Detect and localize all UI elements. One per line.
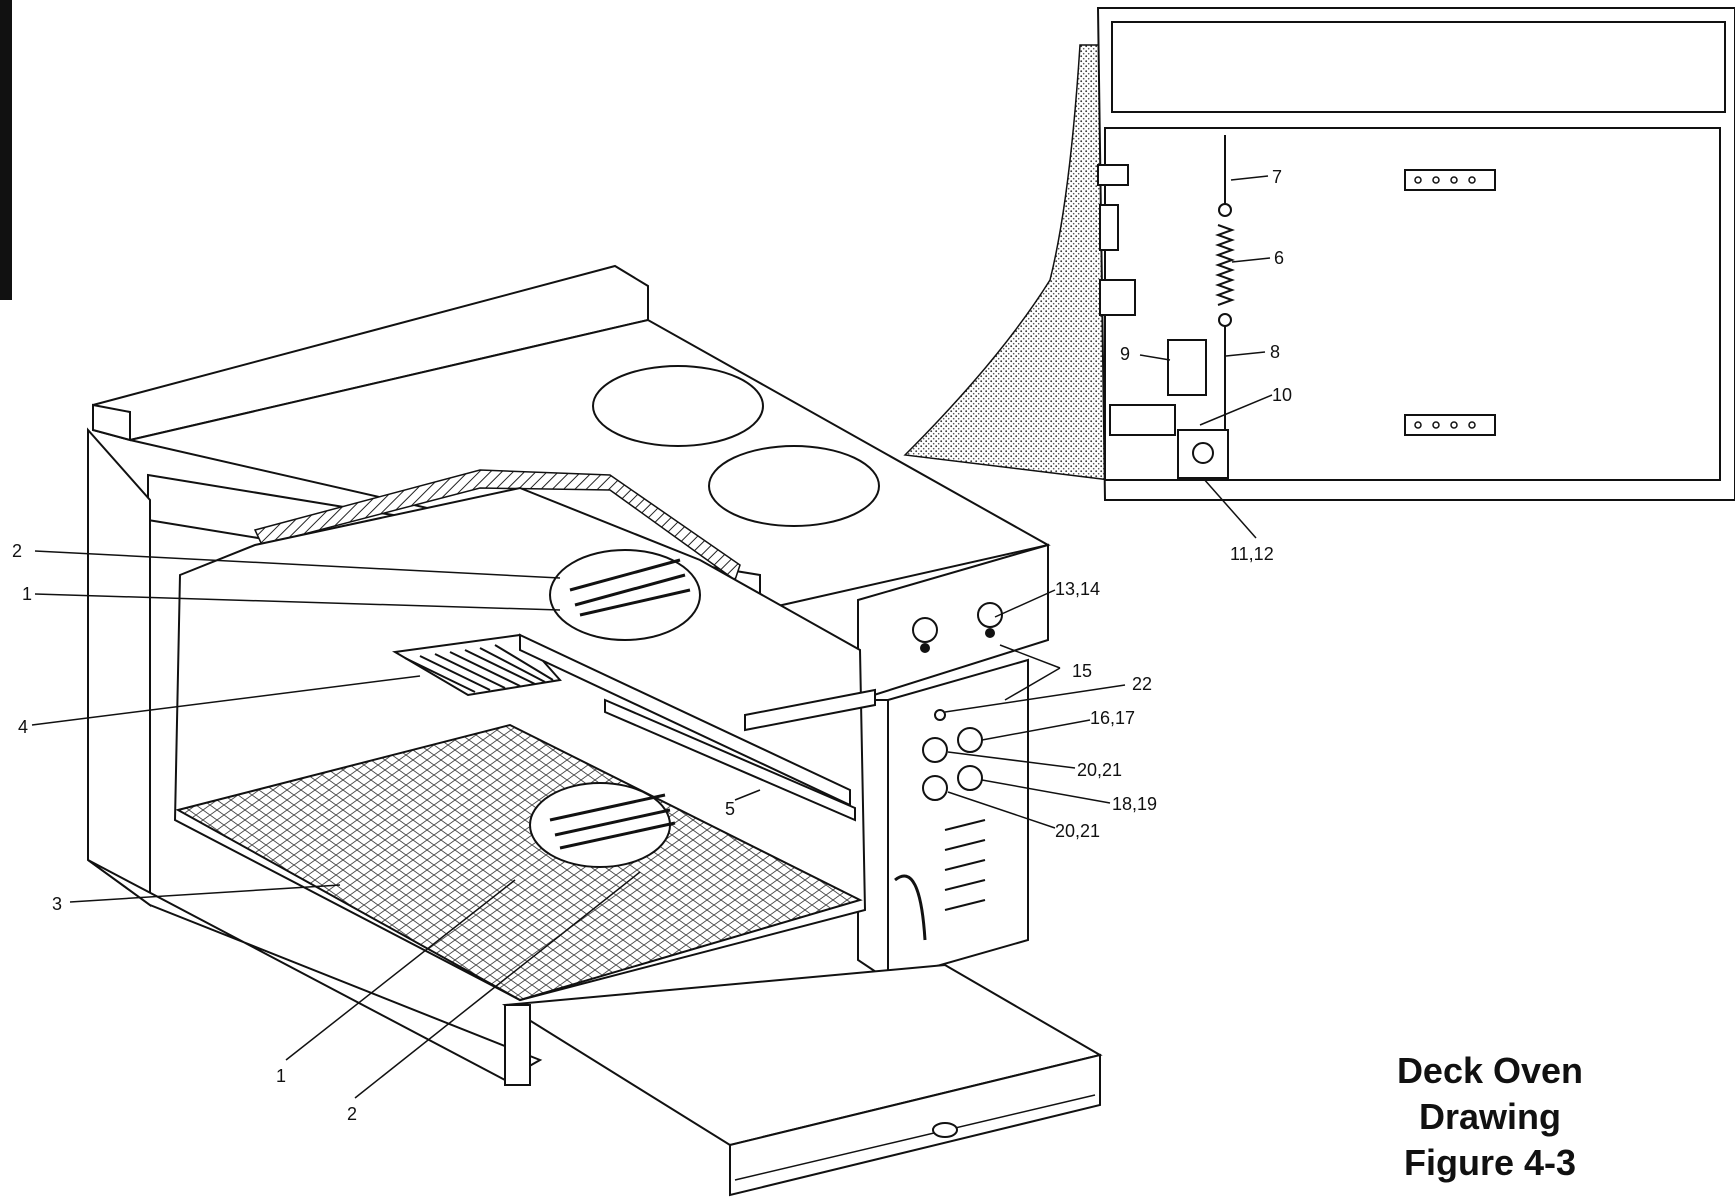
figure-title-line-3: Figure 4-3 (1403, 1142, 1577, 1183)
leader-lines (31, 175, 1273, 1099)
inset-component-c (1099, 279, 1136, 316)
knob-20a (922, 737, 948, 763)
callout-8: 8 (1270, 342, 1280, 362)
indicator-22 (934, 709, 946, 721)
callout-1-top: 1 (22, 584, 32, 604)
lower-heating-element (529, 782, 676, 868)
bracket-slots (1414, 176, 1476, 429)
callout-22: 22 (1132, 674, 1152, 694)
knob-16 (957, 727, 983, 753)
callout-10: 10 (1272, 385, 1292, 405)
callout-16-17: 16,17 (1090, 708, 1135, 728)
callout-15: 15 (1072, 661, 1092, 681)
deck-floor (175, 723, 863, 1002)
callout-7: 7 (1272, 167, 1282, 187)
side-rail (604, 698, 856, 822)
inset-component-b (1099, 204, 1119, 251)
callout-9: 9 (1120, 344, 1130, 364)
callout-11-12: 11,12 (1230, 544, 1274, 564)
bracket-10 (1109, 404, 1176, 436)
callout-13-14: 13,14 (1055, 579, 1100, 599)
callout-20-21-b: 20,21 (1055, 821, 1100, 841)
hot-plate-front (708, 445, 880, 527)
oven-rack (392, 633, 562, 697)
switch-9 (1167, 339, 1207, 396)
figure-title-line-2: Drawing (1418, 1096, 1561, 1137)
callout-5: 5 (725, 799, 735, 819)
callout-3: 3 (52, 894, 62, 914)
inset-component-a (1097, 164, 1129, 186)
knob-20b (922, 775, 948, 801)
lower-control-knobs (922, 709, 983, 801)
knob-18 (957, 765, 983, 791)
upper-control-knobs (912, 602, 1003, 653)
spring-assembly (1215, 135, 1235, 430)
callout-6: 6 (1274, 248, 1284, 268)
inset-stipple-background (903, 44, 1111, 481)
figure-caption: Deck Oven Drawing Figure 4-3 (1340, 1048, 1640, 1186)
main-oven-cabinet (87, 264, 1051, 1082)
slotted-bracket-bottom (1404, 414, 1496, 436)
scan-edge-strip (0, 0, 12, 300)
inset-panel (1096, 7, 1735, 501)
callout-18-19: 18,19 (1112, 794, 1157, 814)
callout-4: 4 (18, 717, 28, 737)
oven-door (501, 963, 1103, 1197)
callout-20-21-a: 20,21 (1077, 760, 1122, 780)
vent-louvers (894, 819, 986, 941)
hot-plate-back (592, 365, 764, 447)
slotted-bracket-top (1404, 169, 1496, 191)
callout-2-top: 2 (12, 541, 22, 561)
interior-shelf (744, 688, 876, 732)
upper-heating-element (549, 549, 701, 641)
knob-13 (912, 617, 938, 643)
callout-1-bottom: 1 (276, 1066, 286, 1086)
callout-2-bottom: 2 (347, 1104, 357, 1124)
figure-title-line-1: Deck Oven (1396, 1050, 1584, 1091)
knob-14 (977, 602, 1003, 628)
